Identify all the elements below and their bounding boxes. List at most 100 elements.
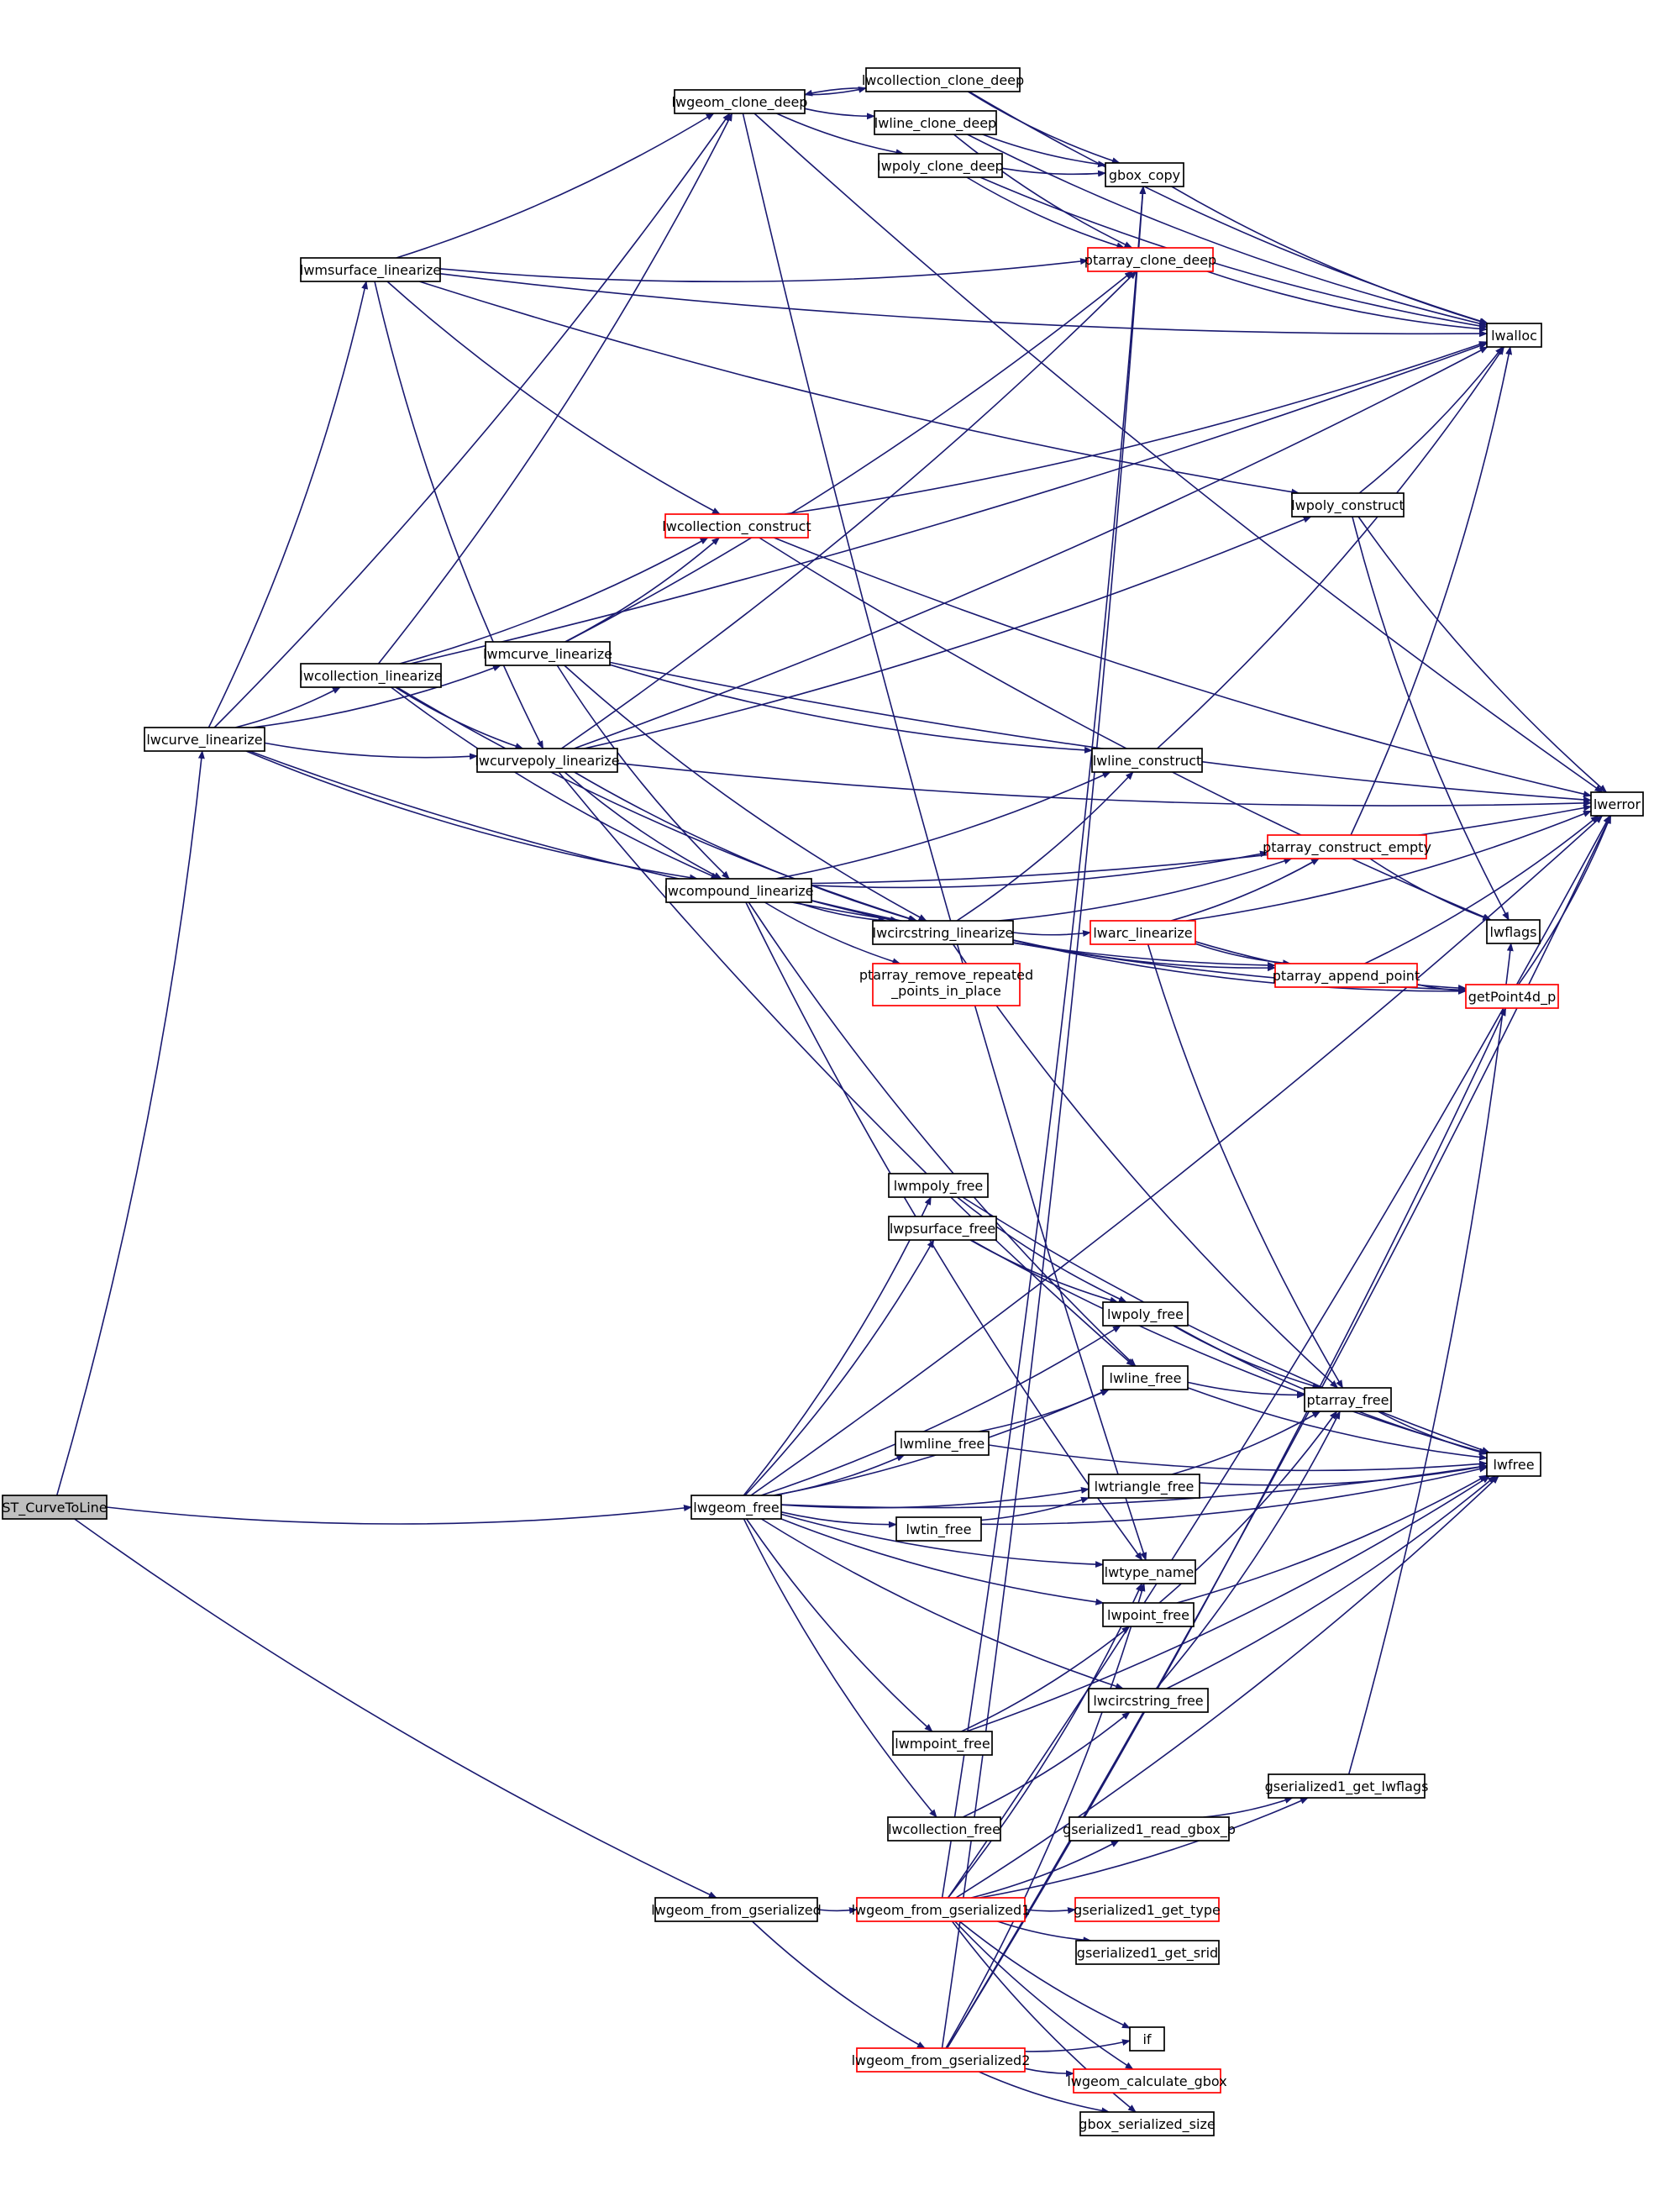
node-label: lwcollection_clone_deep (862, 72, 1024, 89)
node-lwpoly_construct[interactable]: lwpoly_construct (1291, 492, 1405, 518)
node-label: lwcompound_linearize (664, 883, 813, 900)
node-lwpoint_free[interactable]: lwpoint_free (1102, 1602, 1195, 1627)
node-ptarray_clone_deep[interactable]: ptarray_clone_deep (1084, 247, 1216, 272)
node-lwfree[interactable]: lwfree (1486, 1452, 1541, 1477)
node-lwpoly_free[interactable]: lwpoly_free (1102, 1301, 1189, 1327)
node-ptarray_construct_empty[interactable]: ptarray_construct_empty (1263, 834, 1431, 859)
node-gserialized1_get_type[interactable]: gserialized1_get_type (1074, 1897, 1221, 1922)
node-gbox_serialized_size[interactable]: gbox_serialized_size (1079, 2111, 1216, 2136)
node-gserialized1_read_gbox_p[interactable]: gserialized1_read_gbox_p (1063, 1816, 1236, 1842)
node-box (1090, 920, 1196, 945)
node-lwflags[interactable]: lwflags (1486, 919, 1541, 944)
edge-lwgeom_free-to-lwpoly_free (760, 1325, 1121, 1496)
node-lwcurvepoly_linearize[interactable]: lwcurvepoly_linearize (475, 748, 620, 773)
node-box (665, 878, 812, 903)
node-label: lwline_construct (1093, 753, 1202, 770)
node-box (1073, 2068, 1221, 2094)
node-lwpoly_clone_deep[interactable]: lwpoly_clone_deep (877, 153, 1004, 178)
node-box (1465, 984, 1559, 1009)
node-lwtriangle_free[interactable]: lwtriangle_free (1088, 1474, 1200, 1499)
node-label: lwmcurve_linearize (483, 646, 612, 663)
node-lwcollection_clone_deep[interactable]: lwcollection_clone_deep (862, 67, 1024, 92)
node-lwpsurface_free[interactable]: lwpsurface_free (888, 1216, 997, 1241)
node-gserialized1_get_srid[interactable]: gserialized1_get_srid (1075, 1940, 1220, 1965)
node-label: lwline_clone_deep (874, 115, 996, 132)
node-lwmcurve_linearize[interactable]: lwmcurve_linearize (483, 641, 612, 666)
edge-lwcollection_clone_deep-to-gbox_copy (967, 91, 1121, 164)
node-lwalloc[interactable]: lwalloc (1486, 323, 1542, 348)
edge-lwarc_linearize-to-ptarray_free (1147, 943, 1344, 1389)
node-lwcircstring_free[interactable]: lwcircstring_free (1088, 1688, 1209, 1713)
node-gserialized1_get_lwflags[interactable]: gserialized1_get_lwflags (1265, 1773, 1429, 1799)
node-box (1486, 919, 1541, 944)
node-getPoint4d_p[interactable]: getPoint4d_p (1465, 984, 1559, 1009)
node-ptarray_remove_repeated_points_in_place[interactable]: ptarray_remove_repeated_points_in_place (859, 963, 1033, 1006)
node-lwgeom_free[interactable]: lwgeom_free (690, 1495, 782, 1520)
node-lwtype_name[interactable]: lwtype_name (1102, 1559, 1196, 1584)
node-gbox_copy[interactable]: gbox_copy (1105, 162, 1184, 187)
edge-lwgeom_from_gserialized1-to-gserialized1_get_type (1024, 1907, 1076, 1915)
edge-lwpsurface_free-to-lwfree (970, 1239, 1488, 1455)
node-lwline_clone_deep[interactable]: lwline_clone_deep (874, 110, 997, 135)
edge-lwgeom_from_gserialized1-to-lwtype_name (947, 1583, 1143, 1899)
node-box (878, 153, 1003, 178)
node-box (874, 110, 997, 135)
node-label: lwgeom_from_gserialized2 (852, 2052, 1031, 2069)
node-ptarray_append_point[interactable]: ptarray_append_point (1273, 963, 1420, 988)
edge-lwtriangle_free-to-ptarray_free (1171, 1411, 1321, 1475)
edge-lwcircstring_linearize-to-ptarray_append_point (1012, 939, 1276, 972)
node-box (1088, 1688, 1209, 1713)
edge-lwcurve_linearize-to-lwmcurve_linearize (251, 665, 501, 728)
node-lwcollection_construct[interactable]: lwcollection_construct (662, 513, 811, 539)
node-box (872, 920, 1014, 945)
node-lwgeom_clone_deep[interactable]: lwgeom_clone_deep (672, 89, 808, 114)
node-lwcurve_linearize[interactable]: lwcurve_linearize (144, 727, 265, 752)
node-lwcollection_linearize[interactable]: lwcollection_linearize (299, 663, 443, 688)
node-ptarray_free[interactable]: ptarray_free (1304, 1387, 1392, 1412)
edge-lwgeom_from_gserialized2-to-lwgeom_calculate_gbox (1024, 2068, 1074, 2078)
node-lwerror[interactable]: lwerror (1590, 791, 1644, 817)
edge-lwgeom_from_gserialized1-to-lwgeom_calculate_gbox (954, 1920, 1134, 2070)
edge-lwcompound_linearize-to-ptarray_remove_repeated_points_in_place (764, 901, 901, 965)
edge-lwpoly_construct-to-lwalloc (1358, 346, 1504, 494)
edge-lwmsurface_linearize-to-lwcurvepoly_linearize (374, 281, 544, 749)
node-label: lwalloc (1491, 328, 1537, 344)
edge-lwtin_free-to-lwtriangle_free (980, 1496, 1090, 1521)
node-label: lwcollection_construct (662, 518, 811, 535)
node-lwcircstring_linearize[interactable]: lwcircstring_linearize (872, 920, 1014, 945)
node-label: lwmsurface_linearize (300, 262, 441, 279)
node-lwmpoint_free[interactable]: lwmpoint_free (892, 1731, 993, 1756)
edge-lwmcurve_linearize-to-lwcollection_construct (564, 537, 721, 643)
node-lwcollection_free[interactable]: lwcollection_free (887, 1816, 1001, 1842)
edge-lwpoly_clone_deep-to-ptarray_clone_deep (966, 176, 1126, 250)
node-box (674, 89, 806, 114)
node-lwarc_linearize[interactable]: lwarc_linearize (1090, 920, 1196, 945)
node-box (654, 1897, 818, 1922)
edge-lwcollection_linearize-to-lwcollection_construct (399, 537, 709, 665)
edge-lwcurvepoly_linearize-to-lwcompound_linearize (564, 771, 722, 880)
edge-lwtriangle_free-to-lwfree (1199, 1463, 1488, 1486)
node-lwgeom_from_gserialized[interactable]: lwgeom_from_gserialized (651, 1897, 822, 1922)
node-lwline_free[interactable]: lwline_free (1102, 1365, 1189, 1390)
edge-lwcurvepoly_linearize-to-lwline_free (558, 771, 1135, 1367)
edge-lwgeom_clone_deep-to-lwline_clone_deep (804, 108, 875, 120)
node-box (664, 513, 809, 539)
node-label: lwflags (1490, 924, 1537, 940)
node-if[interactable]: if (1129, 2026, 1165, 2052)
node-lwgeom_from_gserialized1[interactable]: lwgeom_from_gserialized1 (852, 1897, 1031, 1922)
node-label: lwline_free (1110, 1370, 1182, 1387)
node-lwline_construct[interactable]: lwline_construct (1091, 748, 1203, 773)
node-lwcompound_linearize[interactable]: lwcompound_linearize (664, 878, 814, 903)
nodes-layer: ST_CurveToLinelwcurve_linearizelwgeom_fr… (2, 67, 1644, 2136)
edge-lwline_clone_deep-to-ptarray_clone_deep (953, 134, 1133, 249)
node-lwmpoly_free[interactable]: lwmpoly_free (888, 1173, 989, 1198)
node-lwgeom_from_gserialized2[interactable]: lwgeom_from_gserialized2 (852, 2047, 1031, 2073)
edge-lwcurvepoly_linearize-to-lwpoly_construct (584, 516, 1312, 749)
node-lwmsurface_linearize[interactable]: lwmsurface_linearize (300, 257, 441, 282)
node-box (1069, 1816, 1230, 1842)
edge-lwgeom_free-to-lwcircstring_free (760, 1518, 1125, 1689)
node-lwmline_free[interactable]: lwmline_free (895, 1431, 990, 1456)
node-lwtin_free[interactable]: lwtin_free (895, 1516, 982, 1542)
edge-lwcompound_linearize-to-lwcircstring_linearize (795, 901, 887, 924)
node-lwgeom_calculate_gbox[interactable]: lwgeom_calculate_gbox (1067, 2068, 1227, 2094)
